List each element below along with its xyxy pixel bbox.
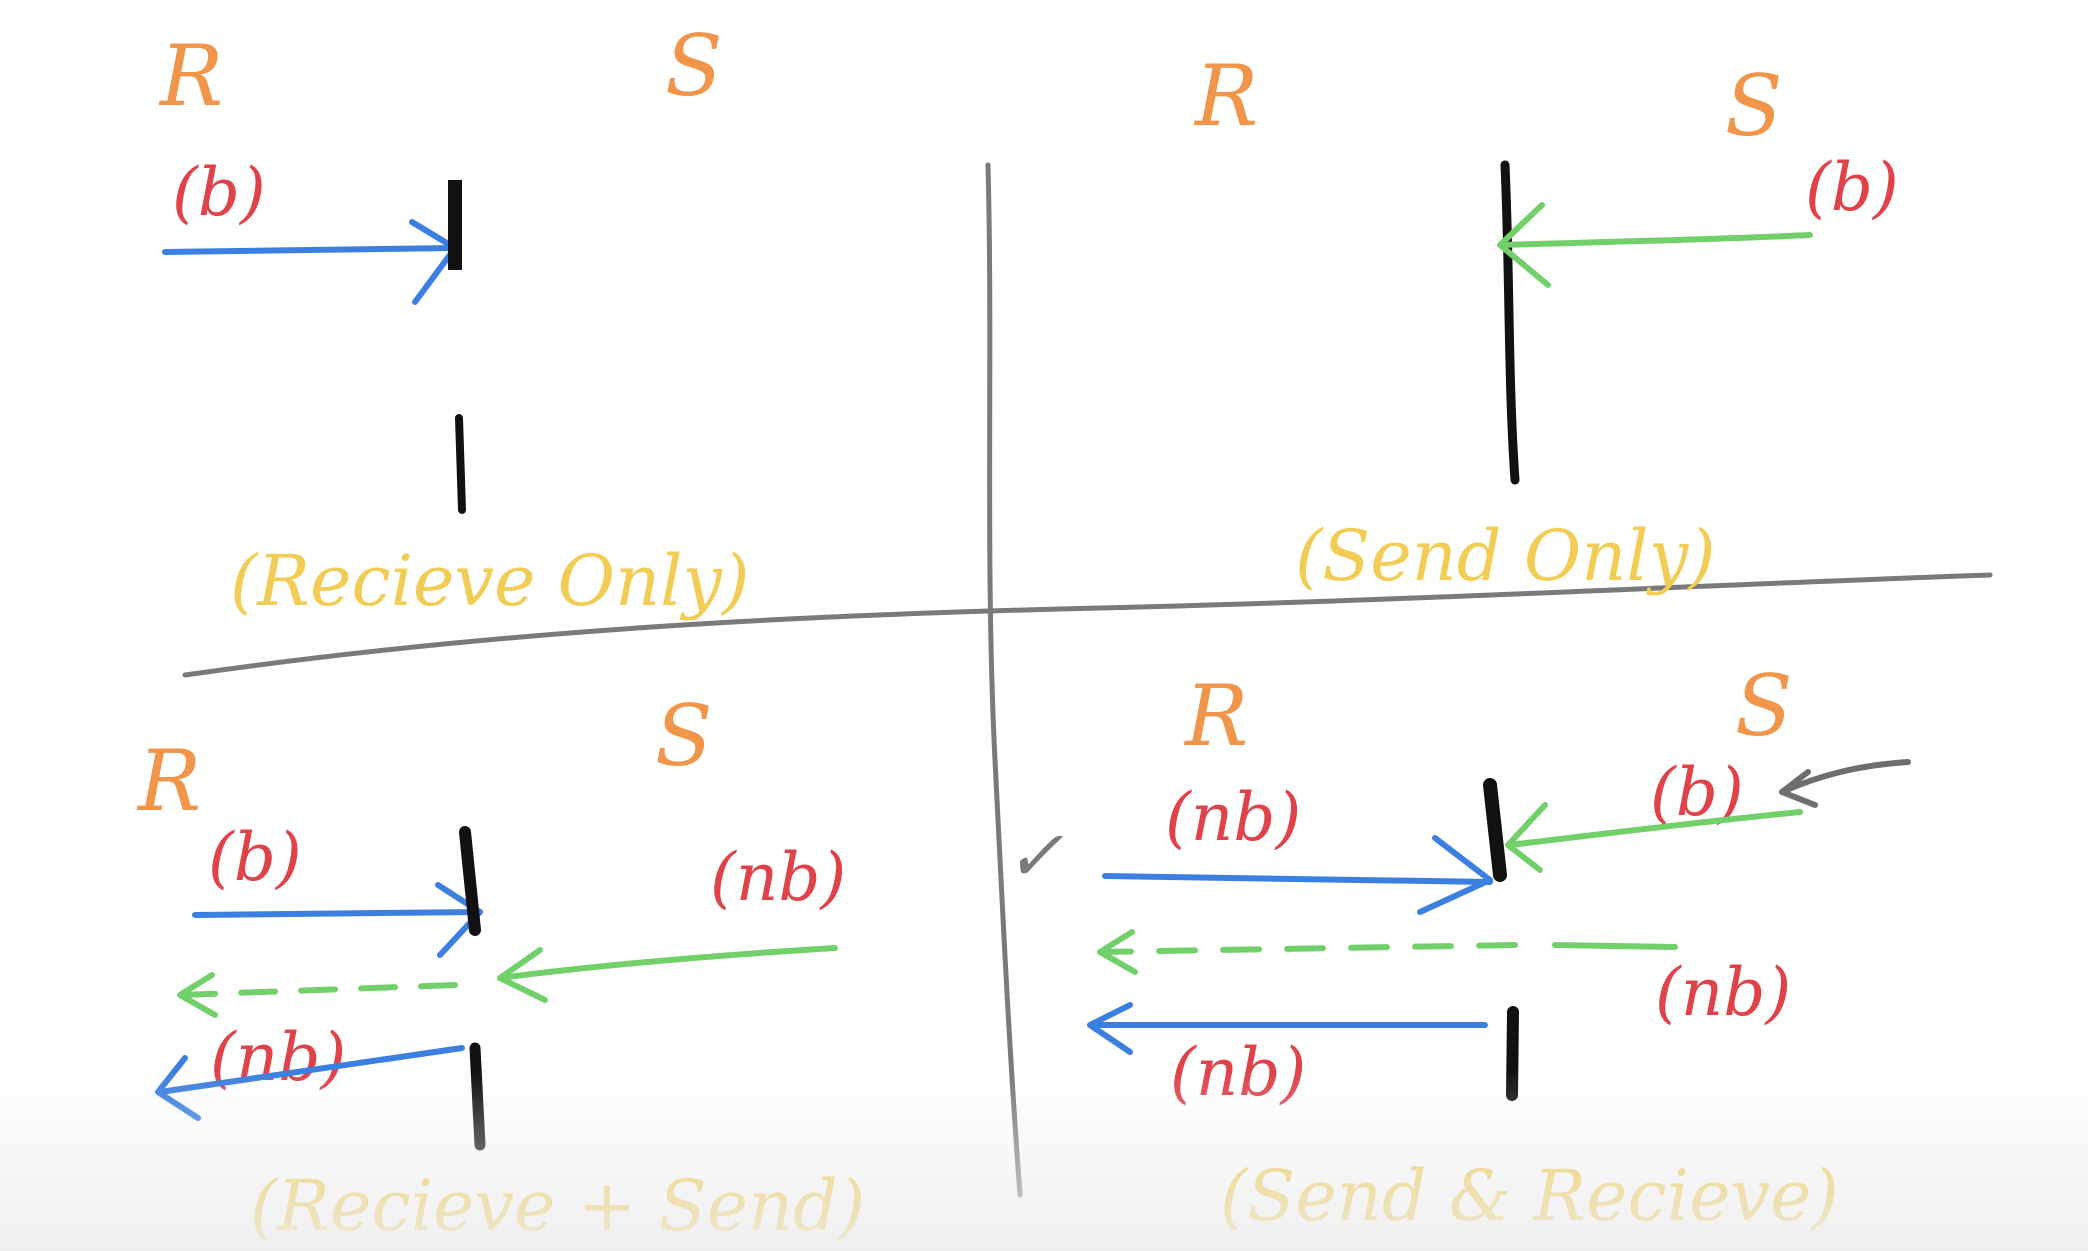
tl-sender-label: S (665, 17, 723, 115)
br-sender-label: S (1735, 657, 1793, 755)
br-check-mark-icon: ✓ (1005, 815, 1064, 897)
br-send-arrow (1507, 809, 1803, 848)
tr-sender-label: S (1725, 57, 1783, 155)
tl-blocking-bar (448, 180, 462, 270)
bl-receive-arrowhead (435, 882, 483, 958)
br-send-arrowhead (1505, 802, 1548, 873)
bl-sender-label: S (655, 687, 713, 785)
bl-receiver-label: R (136, 732, 201, 830)
br-extra-arrowhead (1779, 769, 1818, 808)
bl-receive-arrow (192, 909, 483, 918)
tr-send-mode: (b) (1805, 149, 1899, 226)
br-bar-resume (1506, 1006, 1519, 1101)
tr-send-arrow (1497, 232, 1813, 248)
br-second-receive-arrowhead (1087, 1002, 1133, 1055)
tl-caption: (Recieve Only) (230, 540, 749, 622)
br-send-dashed-right (1552, 942, 1678, 950)
tl-receiver-label: R (158, 27, 223, 125)
tr-caption: (Send Only) (1295, 515, 1716, 597)
br-receive-arrowhead (1417, 835, 1493, 915)
bl-blocking-bar (459, 826, 481, 936)
bl-receive-mode: (b) (208, 819, 302, 896)
br-receiver-label: R (1183, 667, 1248, 765)
tr-blocking-bar (1500, 160, 1520, 485)
bl-send-arrowhead (497, 947, 548, 1003)
br-blocking-bar (1483, 778, 1507, 882)
bl-send-dashed-head (177, 972, 218, 1018)
tr-receiver-label: R (1193, 47, 1258, 145)
tl-receive-mode: (b) (172, 154, 266, 231)
bl-bar-resume (469, 1042, 486, 1151)
tr-send-arrowhead (1497, 202, 1551, 288)
br-second-send-mode: (nb) (1655, 954, 1791, 1031)
br-extra-arrow (1779, 759, 1911, 795)
tl-bar-resume (455, 414, 466, 514)
br-send-dashed-left-head (1097, 929, 1138, 975)
bl-caption: (Recieve + Send) (250, 1165, 865, 1247)
tl-receive-arrow (162, 245, 458, 255)
bl-send-mode: (nb) (710, 839, 846, 916)
br-receive-mode: (nb) (1165, 779, 1301, 856)
br-second-receive-mode: (nb) (1170, 1034, 1306, 1111)
horizontal-divider (182, 572, 1993, 678)
bl-send-arrow (497, 945, 838, 981)
br-send-dashed-left (1097, 942, 1518, 955)
bl-send-dashed (177, 982, 458, 998)
br-caption: (Send & Recieve) (1220, 1155, 1839, 1237)
br-receive-arrow (1102, 873, 1493, 885)
vertical-divider (985, 162, 1023, 1198)
